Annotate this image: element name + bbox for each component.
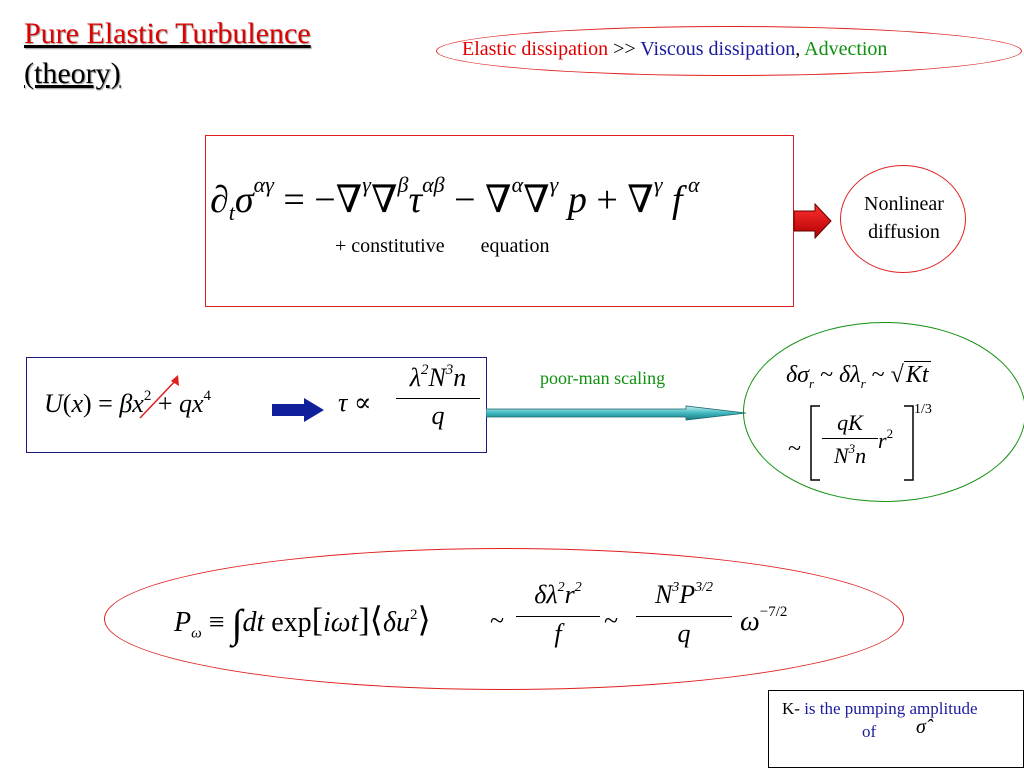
footnote-text: is the pumping amplitude xyxy=(804,699,978,718)
tilde-sign-1: ~ xyxy=(490,606,505,635)
dissipation-ellipse xyxy=(436,26,1022,76)
slide-title: Pure Elastic Turbulence (theory) xyxy=(24,14,311,94)
sigma-lambda-scaling: δσr ~ δλr ~ √Kt xyxy=(786,361,931,391)
constitutive-label: + constitutive xyxy=(335,235,445,257)
r-squared: r2 xyxy=(878,426,894,453)
tau-proportional: τ ∝ xyxy=(338,388,372,417)
viscous-dissipation-text: Viscous dissipation xyxy=(640,38,796,60)
omega-power: ω−7/2 xyxy=(740,604,788,637)
spectrum-ellipse xyxy=(104,548,904,690)
right-bracket-icon xyxy=(904,405,914,481)
title-line-2: (theory) xyxy=(24,57,121,90)
left-bracket-icon xyxy=(810,405,820,481)
constitutive-equation-note: + constitutive equation xyxy=(335,235,549,258)
tilde-sign: ~ xyxy=(788,436,801,462)
spectrum-equation: Pω ≡ ∫dt exp[iωt]⟨δu2⟩ xyxy=(174,601,431,646)
nonlinear-diffusion-label: Nonlinear diffusion xyxy=(842,190,966,246)
strike-arrow-icon xyxy=(139,375,179,419)
footnote-line: K- is the pumping amplitude xyxy=(782,699,978,719)
elastic-dissipation-text: Elastic dissipation xyxy=(462,38,609,60)
dissipation-statement: Elastic dissipation >> Viscous dissipati… xyxy=(462,38,887,61)
footnote-of: of xyxy=(862,722,877,741)
red-arrow-icon xyxy=(793,203,832,239)
much-greater-sign: >> xyxy=(608,38,641,60)
scaling-arrow-icon xyxy=(486,405,747,421)
nonlinear-text: Nonlinear xyxy=(864,193,944,215)
poor-man-scaling-label: poor-man scaling xyxy=(540,368,666,388)
advection-text: Advection xyxy=(804,38,888,60)
stress-evolution-equation: ∂tσαγ = −∇γ∇βταβ − ∇α∇γ p + ∇γ f α xyxy=(210,172,700,225)
equation-label: equation xyxy=(480,235,550,257)
one-third-exponent: 1/3 xyxy=(914,402,932,417)
footnote-prefix: K- xyxy=(782,699,800,718)
spectrum-fraction-2: N3P3/2 q xyxy=(636,580,732,649)
nonlinear-diffusion-circle xyxy=(840,165,966,273)
comma-separator: , xyxy=(795,38,805,60)
scaling-result-ellipse xyxy=(743,322,1024,502)
spectrum-fraction-1: δλ2r2 f xyxy=(516,580,600,649)
blue-arrow-icon xyxy=(272,398,324,422)
potential-box xyxy=(26,357,487,453)
sigma-hat-symbol: σ̂ xyxy=(916,716,926,738)
diffusion-text: diffusion xyxy=(868,221,940,243)
potential-equation: U(x) = βx2 + qx4 xyxy=(44,388,212,418)
bracket-fraction: qK N3n xyxy=(822,410,878,469)
tilde-sign-2: ~ xyxy=(604,606,619,635)
tau-fraction: λ2N3n q xyxy=(392,362,484,431)
title-line-1: Pure Elastic Turbulence xyxy=(24,17,311,50)
